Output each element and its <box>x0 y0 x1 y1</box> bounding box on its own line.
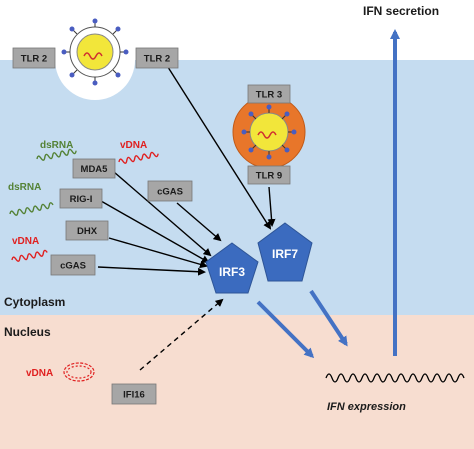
vdna-left-label: vDNA <box>12 236 39 247</box>
vdna-top-icon <box>118 151 159 164</box>
ifi16-label: IFI16 <box>123 390 145 401</box>
ifn-expression-label: IFN expression <box>327 401 406 413</box>
tlr3-box <box>247 84 291 104</box>
rig-i-label: RIG-I <box>70 194 93 205</box>
irf7-node: IRF7 <box>257 222 313 282</box>
dsrna-top-label: dsRNA <box>40 140 73 151</box>
vdna-top-label: vDNA <box>120 140 147 151</box>
tlr9-box <box>247 165 291 185</box>
tlr3-label: TLR 3 <box>256 90 282 101</box>
mda5-box <box>72 158 116 179</box>
dsrna-top-icon <box>36 148 77 161</box>
arrow-irf7-to-ifn <box>309 289 348 347</box>
irf3-label: IRF3 <box>219 265 245 279</box>
cgas-left-box <box>50 254 96 276</box>
arrow-mda5-to-irf3 <box>113 171 212 257</box>
ifn-secretion-label: IFN secretion <box>363 4 439 18</box>
arrow-irf3-to-ifn <box>256 300 315 359</box>
ifn-gene-icon <box>325 373 465 383</box>
arrow-cgas-center-to-irf3 <box>176 202 222 242</box>
arrow-rigi-to-irf3 <box>100 200 210 263</box>
ifi16-box <box>111 383 157 405</box>
tlr2-left-box <box>12 47 56 69</box>
arrow-cgas-left-to-irf3 <box>97 266 206 276</box>
arrow-dhx-to-irf3 <box>108 237 208 269</box>
cgas-center-box <box>147 180 193 202</box>
membrane-virus-icon <box>55 18 135 100</box>
arrow-tlr9-to-irf7 <box>267 186 276 227</box>
arrow-tlr2-to-irf7 <box>165 63 272 230</box>
tlr2-right-label: TLR 2 <box>144 54 170 65</box>
tlr9-label: TLR 9 <box>256 171 282 182</box>
irf7-label: IRF7 <box>272 247 298 261</box>
tlr2-right-box <box>135 47 179 69</box>
dsrna-mid-icon <box>9 202 54 216</box>
cgas-left-label: cGAS <box>60 261 86 272</box>
dhx-box <box>65 220 109 241</box>
vdna-nucleus-label: vDNA <box>26 368 53 379</box>
endosome-virus-icon <box>232 95 306 169</box>
dsrna-mid-label: dsRNA <box>8 182 41 193</box>
ifn-arrows <box>256 29 400 359</box>
nucleus-label: Nucleus <box>4 325 51 339</box>
cytoplasm-label: Cytoplasm <box>4 295 65 309</box>
vdna-left-icon <box>11 249 48 262</box>
signaling-arrows <box>97 63 276 371</box>
vdna-circular-icon <box>63 362 95 382</box>
dhx-label: DHX <box>77 226 98 237</box>
nucleus-region <box>0 315 474 449</box>
receptor-boxes: TLR 2 TLR 2 TLR 3 TLR 9 MDA5 RIG-I DHX c… <box>12 47 291 405</box>
tlr2-left-label: TLR 2 <box>21 54 47 65</box>
cgas-center-label: cGAS <box>157 187 183 198</box>
irf3-node: IRF3 <box>205 242 259 294</box>
mda5-label: MDA5 <box>81 164 109 175</box>
rig-i-box <box>59 188 103 209</box>
